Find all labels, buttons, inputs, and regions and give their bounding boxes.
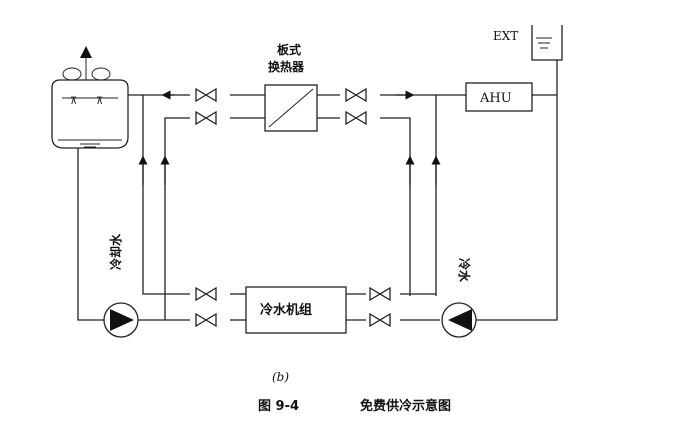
cooling-tower: ⊼ ⊼ [51,46,129,149]
valve-6 [195,312,217,328]
valve-8 [369,312,391,328]
valve-2 [195,110,217,126]
valve-7 [369,286,391,302]
chilled-water-pump [441,302,477,338]
valve-4 [345,110,367,126]
chiller-label: 冷水机组 [260,302,312,318]
cooling-water-label: 冷却水 [108,233,123,270]
svg-text:⊼: ⊼ [96,96,103,107]
valve-3 [345,87,367,103]
valve-5 [195,286,217,302]
cooling-water-pump [103,302,139,338]
plate-heat-exchanger: 板式 换热器 [264,42,318,132]
cooling-water-piping [77,90,265,321]
figure-title: 免费供冷示意图 [360,398,451,414]
svg-text:⊼: ⊼ [70,96,77,107]
valves [195,87,391,328]
ext-label: EXT [493,29,518,43]
subfigure-label: (b) [272,370,289,384]
chilled-water-piping [317,60,558,321]
chiller-unit: 冷水机组 [245,286,347,334]
ahu-label: AHU [479,91,512,106]
expansion-tank: EXT [493,25,563,61]
figure-number: 图 9-4 [258,399,299,414]
heat-exchanger-label-line2: 换热器 [268,59,305,74]
chilled-water-label: 冷水 [457,258,472,283]
ahu-unit: AHU [465,82,533,112]
heat-exchanger-label-line1: 板式 [277,42,301,57]
valve-1 [195,87,217,103]
